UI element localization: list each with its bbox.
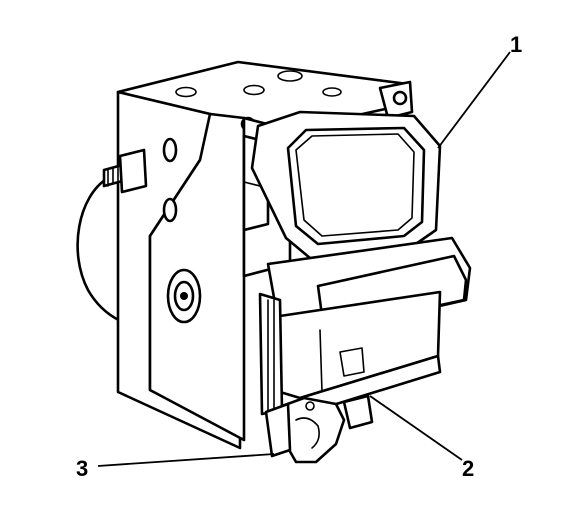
callout-2: 2	[462, 456, 474, 481]
leader-3	[97, 453, 275, 467]
leader-2	[369, 395, 463, 461]
control-module	[242, 110, 472, 416]
callout-3: 3	[76, 456, 88, 481]
callout-leaders	[97, 51, 511, 467]
callout-1: 1	[510, 32, 522, 57]
leader-1	[437, 51, 511, 149]
connector-lock	[264, 354, 442, 464]
